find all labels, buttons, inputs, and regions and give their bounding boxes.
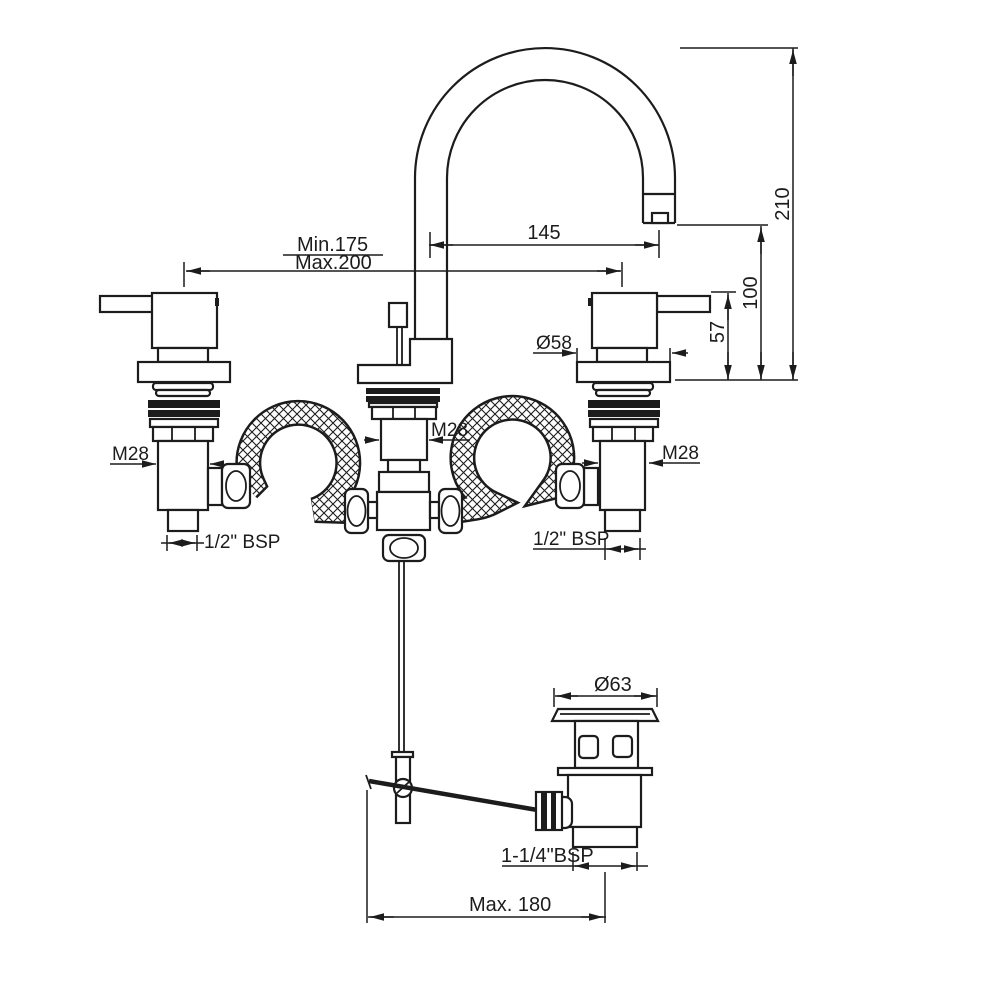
right-threaded-shank xyxy=(598,439,647,512)
dim-label-spout-reach: 145 xyxy=(527,222,560,244)
waste-tailpiece xyxy=(571,825,639,849)
dim-label-spout-outlet-height: 100 xyxy=(740,276,762,309)
waste-body xyxy=(566,773,643,829)
dim-label-overall-height: 210 xyxy=(772,187,794,220)
right-arm-union-nut xyxy=(437,487,464,535)
left-mounting-nut xyxy=(151,425,215,443)
right-handle-body xyxy=(590,291,659,350)
dim-label-handle-spacing-max: Max.200 xyxy=(295,252,372,274)
left-inlet-tailpiece xyxy=(166,508,200,533)
dim-label-waste-flange-diameter: Ø63 xyxy=(594,674,632,696)
left-hose-nut xyxy=(220,462,252,510)
center-mounting-nut xyxy=(370,405,438,421)
dim-label-flange-diameter: Ø58 xyxy=(536,333,572,354)
right-hose-nut xyxy=(554,462,586,510)
center-body xyxy=(343,301,464,563)
left-threaded-shank xyxy=(156,439,210,512)
spout-outline xyxy=(413,46,677,339)
left-handle xyxy=(98,291,252,533)
right-handle xyxy=(554,291,712,533)
dim-label-right-thread: M28 xyxy=(662,443,699,464)
overflow-slot-left xyxy=(577,734,600,760)
right-supply-hose xyxy=(449,394,576,523)
popup-waste xyxy=(365,707,660,849)
right-inlet-tailpiece xyxy=(603,508,642,533)
dim-label-left-inlet-thread: 1/2" BSP xyxy=(204,532,280,553)
left-supply-hose xyxy=(235,399,362,524)
dim-label-left-thread: M28 xyxy=(112,444,149,465)
aerator-tip xyxy=(650,211,670,225)
popup-linkage xyxy=(390,561,415,825)
waste-flange xyxy=(550,707,660,723)
left-handle-body xyxy=(150,291,219,350)
dim-label-handle-body-height: 57 xyxy=(707,321,729,343)
dim-label-right-inlet-thread: 1/2" BSP xyxy=(533,529,609,550)
overflow-slot-right xyxy=(611,734,634,759)
bottom-union-nut xyxy=(381,533,427,563)
dim-label-handle-spacing-min: Min.175 xyxy=(297,234,368,256)
dim-label-center-thread: M28 xyxy=(431,420,468,441)
dim-label-waste-outlet-thread: 1-1/4"BSP xyxy=(501,845,594,867)
left-lever xyxy=(98,294,155,314)
left-arm-union-nut xyxy=(343,487,370,535)
right-lever xyxy=(655,294,712,314)
dimension-lines xyxy=(110,47,798,923)
right-mounting-nut xyxy=(591,425,655,443)
dimension-labels: Min.175 Max.200 145 210 100 57 Ø58 M28 M… xyxy=(112,187,794,916)
right-flange xyxy=(575,360,672,384)
popup-knob xyxy=(387,301,409,329)
dim-label-rod-max-reach: Max. 180 xyxy=(469,894,551,916)
rod-gland-nut xyxy=(534,790,564,832)
left-flange xyxy=(136,360,232,384)
center-threaded-shank xyxy=(379,417,429,462)
cross-block xyxy=(375,490,432,532)
